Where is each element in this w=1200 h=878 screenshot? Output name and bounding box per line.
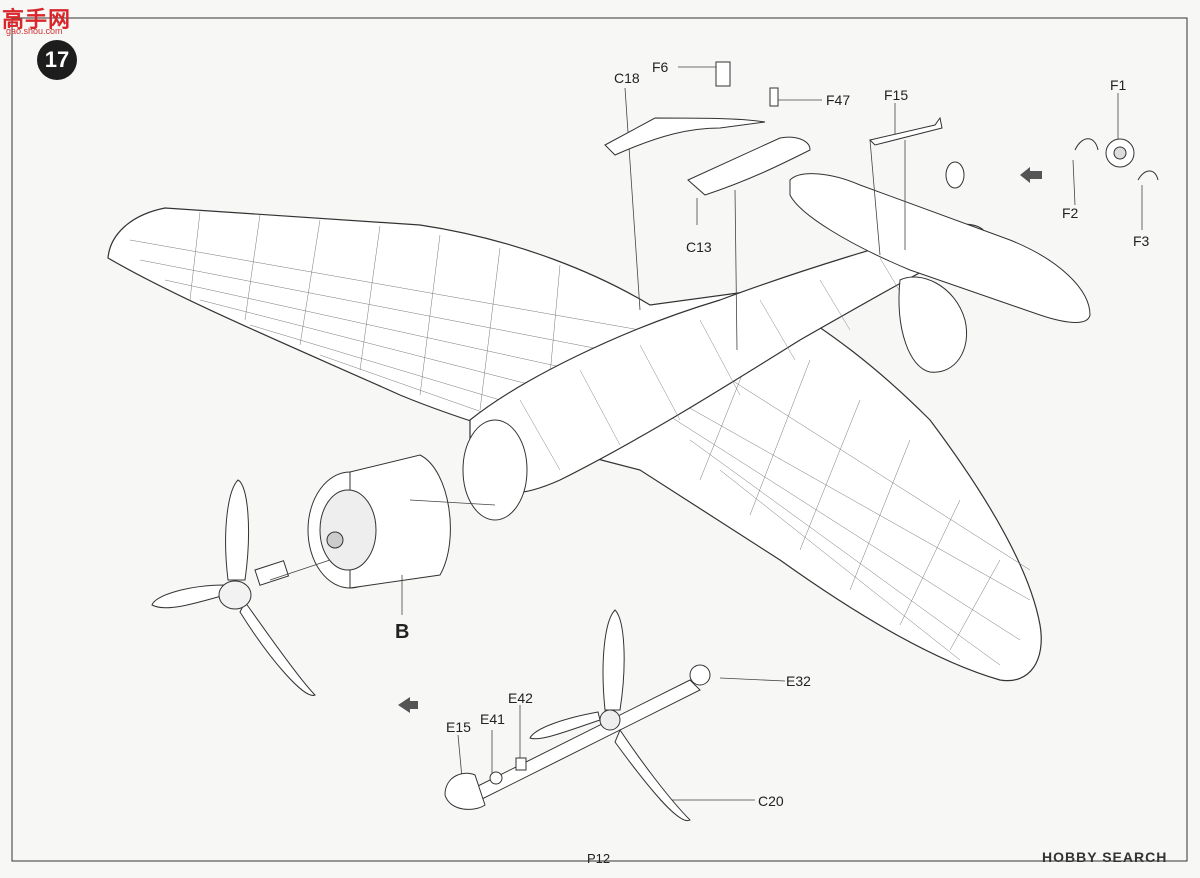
part-label-e42: E42 (508, 690, 533, 706)
part-label-f47: F47 (826, 92, 851, 108)
part-f15-shape (869, 116, 943, 146)
part-label-f15: F15 (884, 87, 909, 103)
rudder-outline (898, 276, 967, 373)
propeller-b (151, 479, 316, 696)
step-number-badge: 17 (37, 40, 77, 80)
page-border (11, 17, 1188, 862)
part-label-f6: F6 (652, 59, 669, 75)
wing-panel-lines-left (129, 211, 641, 451)
leader-lines (269, 66, 1143, 801)
part-label-c13: C13 (686, 239, 712, 255)
hobby-search-watermark: HOBBY SEARCH (1042, 849, 1168, 865)
part-label-c20: C20 (758, 793, 784, 809)
part-label-f1: F1 (1110, 77, 1127, 93)
engine-ring (462, 419, 528, 521)
part-label-f3: F3 (1133, 233, 1150, 249)
arrow-right-icon (1020, 167, 1042, 183)
part-label-e15: E15 (446, 719, 471, 735)
page-number: P12 (587, 851, 611, 866)
part-label-e32: E32 (786, 673, 811, 689)
part-c13-shape (687, 136, 811, 196)
part-f47-shape (769, 87, 779, 107)
part-label-e41: E41 (480, 711, 505, 727)
part-label-c18: C18 (614, 70, 640, 86)
arrow-left-icon (398, 697, 418, 713)
part-f6-shape (715, 61, 731, 87)
tail-wheel-shape (945, 161, 965, 189)
tailplane-outline (789, 173, 1091, 323)
site-watermark: 高手网 (2, 7, 72, 32)
site-watermark-url: gao.shou.com (6, 26, 63, 36)
part-label-f2: F2 (1062, 205, 1079, 221)
bottom-prop-assembly (444, 609, 711, 822)
sub-assembly-label: B (395, 621, 410, 643)
part-c18-shape (604, 117, 766, 156)
part-f2-shape (1074, 138, 1099, 151)
part-f3-shape (1137, 170, 1159, 181)
engine-cowling (307, 454, 451, 589)
part-f1-shape (1105, 138, 1135, 168)
